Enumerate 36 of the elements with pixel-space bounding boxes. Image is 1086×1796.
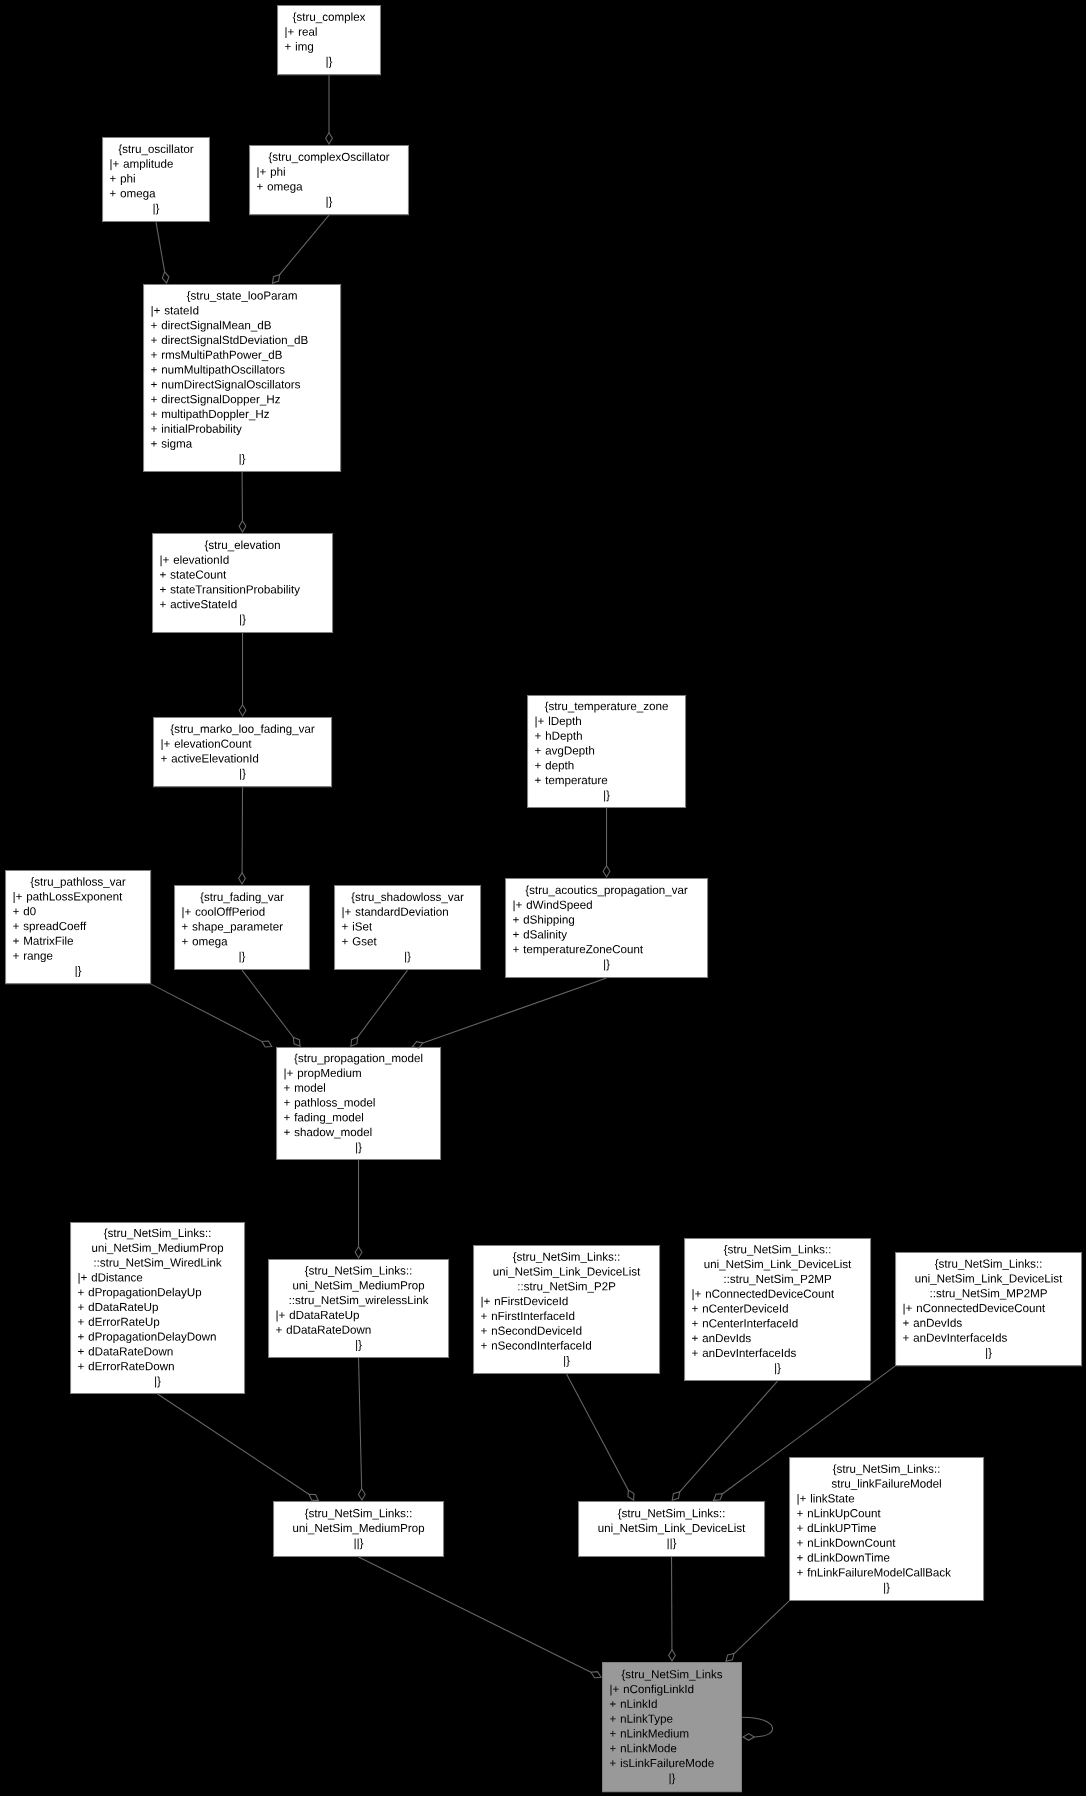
aggregation-arrow	[150, 983, 273, 1048]
aggregation-arrow	[238, 471, 247, 533]
class-box: {stru_NetSim_Links:: uni_NetSim_MediumProp ::stru_NetSim_WiredLink |+ dDistance + dPropagationDelayUp + dDataRateUp + dErrorRateUp + dPropagationDelayDown + dDataRateDown + dErrorRateDown |}	[70, 1222, 246, 1394]
aggregation-arrow	[350, 969, 409, 1047]
aggregation-arrow	[566, 1373, 635, 1501]
class-box: {stru_NetSim_Links:: uni_NetSim_MediumProp ::stru_NetSim_wirelessLink |+ dDataRateUp + dDataRateDown |}	[268, 1259, 450, 1359]
class-box: {stru_temperature_zone |+ lDepth + hDepth + avgDepth + depth + temperature |}	[527, 695, 687, 809]
class-box: {stru_fading_var |+ coolOffPeriod + shape_parameter + omega |}	[174, 885, 310, 971]
aggregation-arrow	[411, 977, 608, 1049]
class-box: {stru_NetSim_Links:: uni_NetSim_Link_DeviceList ||}	[578, 1501, 766, 1557]
aggregation-arrow	[602, 807, 611, 878]
class-box: {stru_elevation |+ elevationId + stateCount + stateTransitionProbability + activeStateId |}	[152, 533, 334, 633]
aggregation-arrow	[357, 1357, 366, 1501]
aggregation-arrow	[741, 1716, 773, 1741]
class-box: {stru_NetSim_Links:: uni_NetSim_Link_DeviceList ::stru_NetSim_MP2MP |+ nConnectedDeviceCount + anDevIds + anDevInterfaceIds |}	[895, 1252, 1083, 1367]
class-box: {stru_oscillator |+ amplitude + phi + omega |}	[102, 137, 210, 223]
class-box: {stru_NetSim_Links |+ nConfigLinkId + nLinkId + nLinkType + nLinkMedium + nLinkMode + isLinkFailureMode |}	[602, 1662, 742, 1793]
class-box: {stru_propagation_model |+ propMedium + model + pathloss_model + fading_model + shadow_model |}	[276, 1047, 442, 1161]
class-box: {stru_NetSim_Links:: uni_NetSim_Link_DeviceList ::stru_NetSim_P2P |+ nFirstDeviceId + nFirstInterfaceId + nSecondDeviceId + nSecondInterfaceId |}	[473, 1245, 661, 1375]
aggregation-arrow	[155, 221, 170, 284]
class-box: {stru_acoutics_propagation_var |+ dWindSpeed + dShipping + dSalinity + temperatureZoneCount |}	[505, 878, 709, 978]
aggregation-arrow	[325, 74, 333, 145]
class-box: {stru_marko_loo_fading_var |+ elevationCount + activeElevationId |}	[153, 717, 333, 788]
aggregation-arrow	[241, 969, 301, 1047]
aggregation-arrow	[358, 1556, 602, 1679]
class-box: {stru_state_looParam |+ stateId + directSignalMean_dB + directSignalStdDeviation_dB + rmsMultiPathPower_dB + numMultipathOscillators + numDirectSignalOscillators + directSignalDopper_Hz + multipathDoppler_Hz + initialProbability + sigma |}	[143, 284, 342, 472]
class-box: {stru_NetSim_Links:: stru_linkFailureModel |+ linkState + nLinkUpCount + dLinkUPTime + nLinkDownCount + dLinkDownTime + fnLinkFailureModelCallBack |}	[789, 1457, 985, 1602]
aggregation-arrow	[671, 1380, 779, 1501]
class-box: {stru_NetSim_Links:: uni_NetSim_MediumProp ||}	[273, 1501, 445, 1557]
class-box: {stru_complexOscillator |+ phi + omega |}	[249, 145, 409, 216]
class-box: {stru_pathloss_var |+ pathLossExponent + d0 + spreadCoeff + MatrixFile + range |}	[5, 870, 152, 985]
aggregation-arrow	[725, 1600, 790, 1662]
class-box: {stru_NetSim_Links:: uni_NetSim_Link_DeviceList ::stru_NetSim_P2MP |+ nConnectedDeviceCount + nCenterDeviceId + nCenterInterfaceId + anDevIds + anDevInterfaceIds |}	[684, 1238, 872, 1382]
class-box: {stru_complex |+ real + img |}	[277, 5, 381, 76]
class-box: {stru_shadowloss_var |+ standardDeviation + iSet + Gset |}	[334, 885, 482, 971]
aggregation-arrow	[271, 214, 330, 284]
